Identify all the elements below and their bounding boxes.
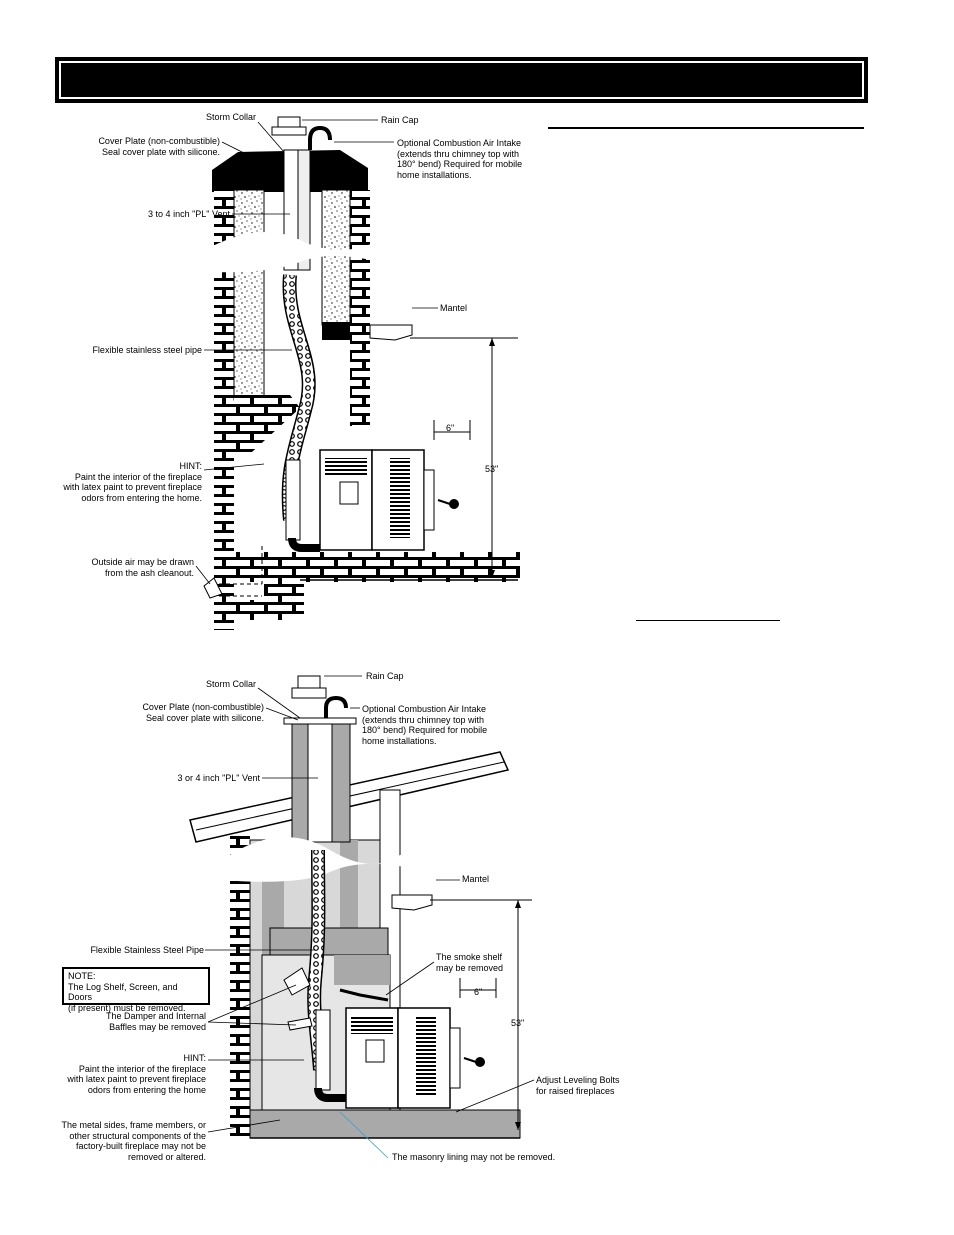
- d1-storm-collar-label: Storm Collar: [205, 112, 256, 122]
- d2-dim-53-label: 53": [511, 1018, 525, 1028]
- d2-metal-sides-label: The metal sides, frame members, or other…: [61, 1120, 206, 1162]
- diagram1-chimney: [203, 116, 520, 630]
- d2-smoke-shelf-label: The smoke shelf may be removed: [436, 952, 504, 973]
- d1-dim-6-label: 6": [446, 423, 455, 433]
- d1-dim-53-label: 53": [485, 464, 499, 474]
- d2-flex-pipe-label: Flexible Stainless Steel Pipe: [90, 945, 204, 955]
- diagram2-leaders: [205, 675, 535, 1133]
- masonry-leader-line: [339, 1111, 389, 1159]
- d1-pl-vent-label: 3 to 4 inch "PL" Vent: [148, 209, 230, 219]
- d2-dim-6-label: 6": [474, 987, 483, 997]
- d2-note-box: NOTE: The Log Shelf, Screen, and Doors (…: [62, 967, 210, 1013]
- d2-rain-cap-label: Rain Cap: [366, 671, 404, 681]
- d1-mantel-label: Mantel: [440, 303, 468, 313]
- d2-damper-label: The Damper and Internal Baffles may be r…: [105, 1011, 206, 1032]
- section-header-bar: [55, 57, 868, 103]
- d2-leveling-bolts-label: Adjust Leveling Bolts for raised firepla…: [536, 1075, 620, 1096]
- right-column-short-rule: [636, 620, 780, 621]
- diagram2-factory-fireplace: [189, 675, 532, 1139]
- d1-hint-label: HINT: Paint the interior of the fireplac…: [63, 461, 202, 503]
- d2-masonry-lining-label: The masonry lining may not be removed.: [392, 1152, 556, 1162]
- d2-combustion-air-label: Optional Combustion Air Intake (extends …: [362, 704, 488, 746]
- d2-storm-collar-label: Storm Collar: [205, 679, 256, 689]
- section-header-inner-border: [59, 61, 864, 99]
- d1-outside-air-label: Outside air may be drawn from the ash cl…: [91, 557, 194, 578]
- d2-hint-label: HINT: Paint the interior of the fireplac…: [67, 1053, 206, 1095]
- diagram1-leaders: [195, 119, 438, 585]
- d2-cover-plate-label: Cover Plate (non-combustible) Seal cover…: [142, 702, 264, 723]
- d1-combustion-air-label: Optional Combustion Air Intake (extends …: [397, 138, 523, 180]
- right-column-rule: [548, 127, 864, 129]
- d1-flex-pipe-label: Flexible stainless steel pipe: [92, 345, 202, 355]
- d1-rain-cap-label: Rain Cap: [381, 115, 419, 125]
- d1-cover-plate-label: Cover Plate (non-combustible) Seal cover…: [98, 136, 220, 157]
- d2-pl-vent-label: 3 or 4 inch "PL" Vent: [177, 773, 260, 783]
- d2-mantel-label: Mantel: [462, 874, 490, 884]
